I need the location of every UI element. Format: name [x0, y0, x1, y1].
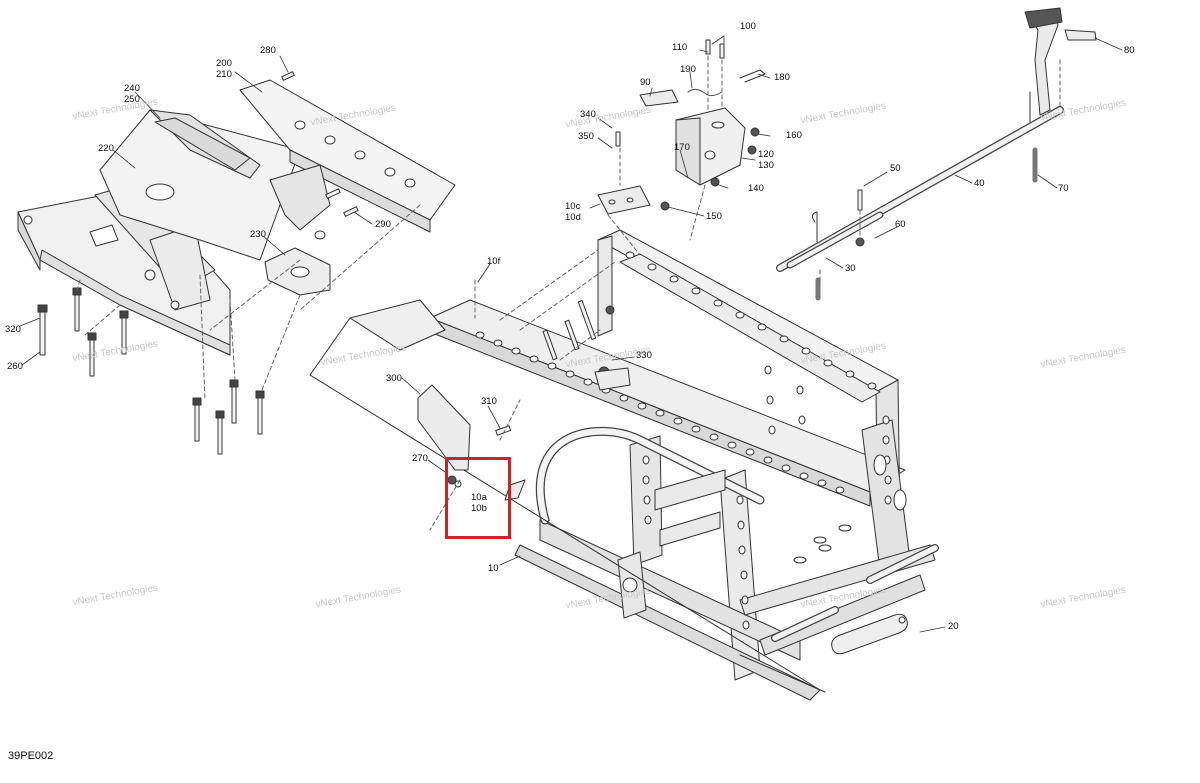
- callout-10a[interactable]: 10a: [471, 492, 487, 503]
- callout-160[interactable]: 160: [786, 130, 802, 141]
- callout-50[interactable]: 50: [890, 163, 901, 174]
- callout-80[interactable]: 80: [1124, 45, 1135, 56]
- left-subframe: [17, 79, 456, 356]
- callout-350[interactable]: 350: [578, 131, 594, 142]
- callout-280[interactable]: 280: [260, 45, 276, 56]
- highlight-box[interactable]: [445, 457, 511, 539]
- callout-270[interactable]: 270: [412, 453, 428, 464]
- callout-300[interactable]: 300: [386, 373, 402, 384]
- left-bolts: [37, 71, 359, 455]
- callout-170[interactable]: 170: [674, 142, 690, 153]
- callout-10f[interactable]: 10f: [487, 256, 501, 267]
- callout-340[interactable]: 340: [580, 109, 596, 120]
- link-plate-20: [831, 613, 908, 655]
- callout-220[interactable]: 220: [98, 143, 114, 154]
- callout-320[interactable]: 320: [5, 324, 21, 335]
- callout-40[interactable]: 40: [974, 178, 985, 189]
- main-frame: [309, 229, 939, 701]
- callout-330[interactable]: 330: [636, 350, 652, 361]
- assembly-guide-lines: [76, 55, 1061, 531]
- callout-10b[interactable]: 10b: [471, 503, 487, 514]
- callout-60[interactable]: 60: [895, 219, 906, 230]
- callout-180[interactable]: 180: [774, 72, 790, 83]
- callout-140[interactable]: 140: [748, 183, 764, 194]
- callout-150[interactable]: 150: [706, 211, 722, 222]
- callout-10c[interactable]: 10c: [565, 201, 581, 212]
- callout-70[interactable]: 70: [1058, 183, 1069, 194]
- callout-200[interactable]: 200: [216, 58, 232, 69]
- callout-10[interactable]: 10: [488, 563, 499, 574]
- callout-230[interactable]: 230: [250, 229, 266, 240]
- callout-leaders: [19, 35, 1123, 633]
- callout-250[interactable]: 250: [124, 94, 140, 105]
- callout-90[interactable]: 90: [640, 77, 651, 88]
- diagram-code: 39PE002: [8, 750, 54, 762]
- callout-10d[interactable]: 10d: [565, 212, 581, 223]
- callout-240[interactable]: 240: [124, 83, 140, 94]
- callout-100[interactable]: 100: [740, 21, 756, 32]
- pedal-rod-assembly: [776, 7, 1097, 301]
- top-bracket-assembly: [597, 39, 766, 215]
- callout-290[interactable]: 290: [375, 219, 391, 230]
- callout-20[interactable]: 20: [948, 621, 959, 632]
- callout-310[interactable]: 310: [481, 396, 497, 407]
- callout-210[interactable]: 210: [216, 69, 232, 80]
- callout-110[interactable]: 110: [672, 42, 688, 53]
- callout-130[interactable]: 130: [758, 160, 774, 171]
- callout-30[interactable]: 30: [845, 263, 856, 274]
- guard-plate-300: [417, 300, 631, 501]
- callout-120[interactable]: 120: [758, 149, 774, 160]
- callout-190[interactable]: 190: [680, 64, 696, 75]
- callout-260[interactable]: 260: [7, 361, 23, 372]
